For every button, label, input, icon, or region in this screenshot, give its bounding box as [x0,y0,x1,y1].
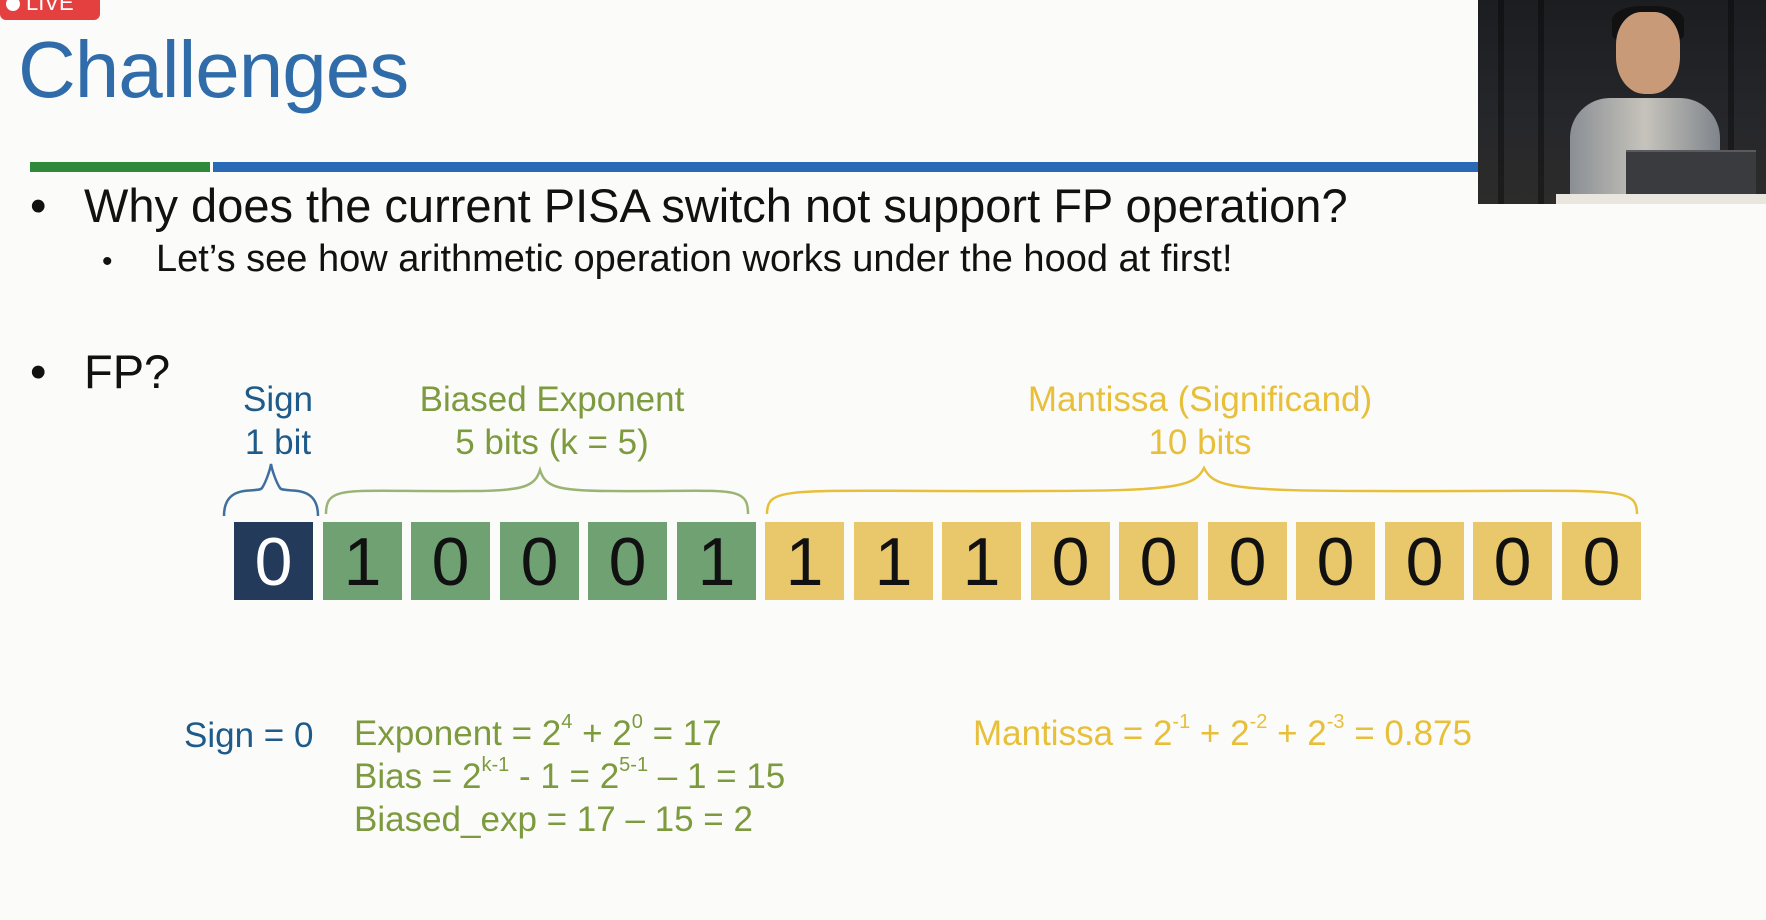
bullet-marker: • [102,245,113,278]
live-dot-icon [6,0,20,11]
mantissa-field-size: 10 bits [1148,423,1252,462]
sign-brace [222,463,320,517]
exponent-calculation: Exponent = 24 + 20 = 17 [354,712,722,755]
exponent-field-name: Biased Exponent [419,380,685,419]
bit-cell-mantissa: 0 [1031,522,1110,600]
bullet-2: • Let’s see how arithmetic operation work… [102,238,1233,281]
live-badge: LIVE [0,0,100,20]
mantissa-calculation: Mantissa = 2-1 + 2-2 + 2-3 = 0.875 [973,712,1472,755]
calc-text: Bias = 2 [354,757,482,796]
calc-superscript: 5-1 [619,754,649,777]
calc-text: – 1 = 15 [648,757,786,796]
mantissa-brace [765,465,1639,515]
biased-exp-calculation: Biased_exp = 17 – 15 = 2 [354,800,753,839]
bullet-marker: • [30,179,47,232]
bit-cell-mantissa: 0 [1296,522,1375,600]
bit-cell-mantissa: 1 [765,522,844,600]
mantissa-field-label: Mantissa (Significand) 10 bits [950,378,1450,464]
bullet-1-text: Why does the current PISA switch not sup… [84,179,1348,232]
podium [1556,194,1766,204]
bullet-3-text: FP? [84,345,171,398]
calc-text: + 2 [1267,714,1327,753]
video-curtain [1728,0,1734,204]
sign-field-label: Sign 1 bit [218,378,338,464]
slide-title: Challenges [18,25,409,114]
bullet-marker: • [30,345,47,398]
exponent-brace [324,465,750,515]
video-curtain [1498,0,1504,204]
sign-field-size: 1 bit [244,423,312,462]
live-label: LIVE [26,0,74,15]
bit-cell-mantissa: 0 [1119,522,1198,600]
bit-cell-exponent: 1 [323,522,402,600]
bullet-3: • FP? [30,344,170,399]
calc-text: Exponent = 2 [354,714,562,753]
calc-text: = 17 [642,714,722,753]
video-curtain [1538,0,1544,204]
sign-field-name: Sign [242,380,314,419]
bullet-2-text: Let’s see how arithmetic operation works… [156,238,1233,280]
mantissa-field-name: Mantissa (Significand) [1027,380,1373,419]
calc-superscript: -1 [1172,711,1191,734]
bias-calculation: Bias = 2k-1 - 1 = 25-1 – 1 = 15 [354,755,785,798]
title-rule-green [30,162,210,172]
speaker-face [1616,12,1680,94]
bit-cell-exponent: 0 [411,522,490,600]
calc-superscript: 0 [631,711,643,734]
bit-cell-mantissa: 1 [854,522,933,600]
exponent-field-size: 5 bits (k = 5) [455,423,649,462]
calc-superscript: -3 [1326,711,1345,734]
calc-superscript: -2 [1249,711,1268,734]
title-rule-blue [213,162,1478,172]
calc-text: Mantissa = 2 [973,714,1173,753]
bit-cell-mantissa: 0 [1385,522,1464,600]
exponent-field-label: Biased Exponent 5 bits (k = 5) [352,378,752,464]
bit-cell-exponent: 1 [677,522,756,600]
calc-text: + 2 [572,714,632,753]
calc-superscript: 4 [561,711,573,734]
bit-cell-sign: 0 [234,522,313,600]
calc-superscript: k-1 [481,754,510,777]
bit-cell-mantissa: 0 [1562,522,1641,600]
calc-text: - 1 = 2 [509,757,620,796]
speaker-video-overlay[interactable] [1478,0,1766,204]
bullet-1: • Why does the current PISA switch not su… [30,178,1348,233]
calc-text: + 2 [1190,714,1250,753]
bit-cell-exponent: 0 [500,522,579,600]
bit-cell-mantissa: 0 [1208,522,1287,600]
calc-text: = 0.875 [1344,714,1472,753]
bit-cell-mantissa: 0 [1473,522,1552,600]
bit-cell-mantissa: 1 [942,522,1021,600]
bit-cell-exponent: 0 [588,522,667,600]
sign-calculation: Sign = 0 [184,716,314,755]
